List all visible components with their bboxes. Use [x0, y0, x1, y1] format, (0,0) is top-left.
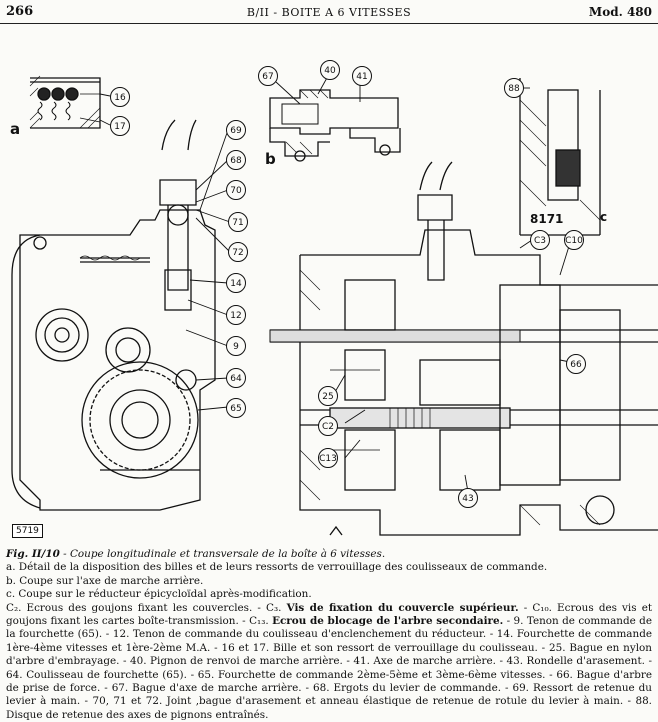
view-label-c: c: [600, 210, 608, 224]
caption-line-a: a. Détail de la disposition des billes e…: [6, 561, 548, 574]
callout-70: 70: [226, 180, 246, 200]
running-title: B/II - BOITE A 6 VITESSES: [246, 6, 412, 19]
callout-17: 17: [110, 116, 130, 136]
callout-67: 67: [258, 66, 278, 86]
callout-c13: C13: [318, 448, 338, 468]
caption-line-c: c. Coupe sur le réducteur épicycloïdal a…: [6, 588, 312, 601]
callout-68: 68: [226, 150, 246, 170]
technical-figure: a b c 8171 16 17 69 68 70 71 72 14 12 9 …: [0, 30, 658, 540]
page-header: 266 B/II - BOITE A 6 VITESSES Mod. 480: [0, 0, 658, 26]
legend-part-1: C₂. Ecrous des goujons fixant les couver…: [6, 601, 287, 614]
callout-64: 64: [226, 368, 246, 388]
figure-title: - Coupe longitudinale et transversale de…: [63, 548, 386, 560]
callout-72: 72: [228, 242, 248, 262]
detail-a-drawing: [29, 75, 101, 129]
header-rule: [0, 23, 658, 24]
callout-41: 41: [352, 66, 372, 86]
callout-12: 12: [226, 305, 246, 325]
callout-69: 69: [226, 120, 246, 140]
parts-legend: C₂. Ecrous des goujons fixant les couver…: [6, 602, 652, 722]
view-label-b: b: [265, 150, 276, 168]
figure-caption: Fig. II/10 - Coupe longitudinale et tran…: [6, 548, 652, 722]
leader-lines: [99, 75, 576, 493]
drawing-number-c: 8171: [530, 212, 564, 226]
callout-40: 40: [320, 60, 340, 80]
legend-part-4: Ecrou de blocage de l'arbre secondaire.: [272, 615, 504, 628]
page-number: 266: [6, 4, 34, 19]
callout-65: 65: [226, 398, 246, 418]
figure-label: Fig. II/10: [6, 548, 60, 560]
model-label: Mod. 480: [588, 5, 652, 19]
caption-title: Fig. II/10 - Coupe longitudinale et tran…: [6, 548, 652, 561]
view-label-a: a: [10, 120, 21, 138]
callout-c3: C3: [530, 230, 550, 250]
callout-88: 88: [504, 78, 524, 98]
legend-part-3: - C₁₀. Ecrous des vis et goujons fixant …: [6, 601, 653, 628]
callout-14: 14: [226, 273, 246, 293]
detail-c-drawing: [519, 78, 601, 236]
callout-c2: C2: [318, 416, 338, 436]
callout-9: 9: [226, 336, 246, 356]
transverse-section: [11, 119, 343, 536]
callout-c10: C10: [564, 230, 584, 250]
caption-line-b: b. Coupe sur l'axe de marche arrière.: [6, 574, 204, 587]
longitudinal-section: [269, 161, 658, 536]
callout-43: 43: [458, 488, 478, 508]
callout-16: 16: [110, 87, 130, 107]
drawing-code: 5719: [12, 524, 43, 538]
legend-part-2: Vis de fixation du couvercle supérieur.: [286, 601, 519, 614]
callout-25: 25: [318, 386, 338, 406]
legend-part-5: - 9. Tenon de commande de la fourchette …: [6, 615, 652, 721]
callout-71: 71: [228, 212, 248, 232]
callout-66: 66: [566, 354, 586, 374]
detail-b-drawing: [269, 89, 401, 162]
